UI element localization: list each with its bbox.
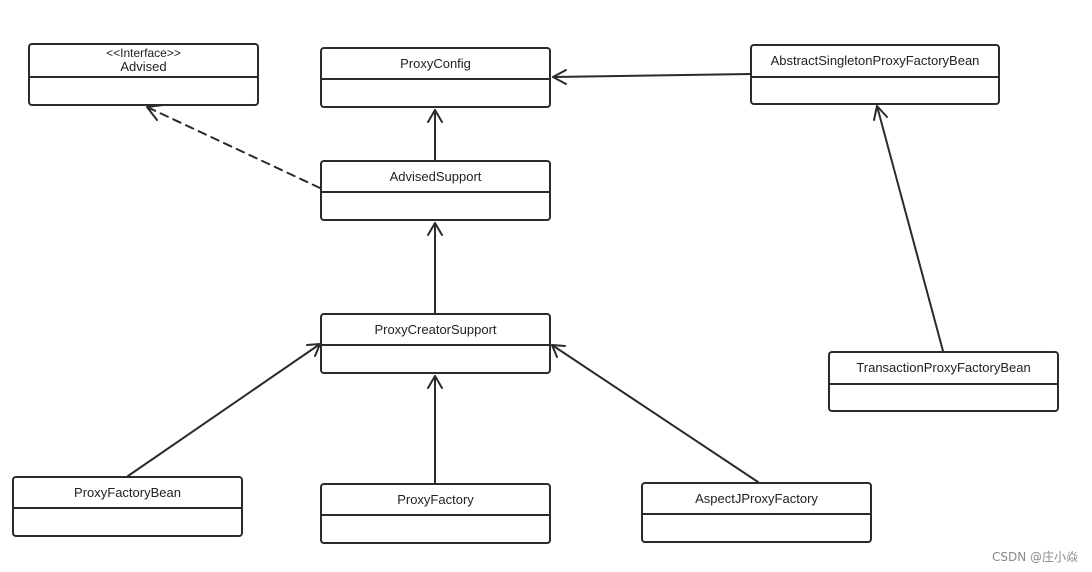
edge-transactionproxy-extends-abstractsingleton [873,105,944,352]
class-name: Advised [120,59,167,74]
class-proxyconfig-header: ProxyConfig [322,49,549,80]
interface-stereotype: <<Interface>> [106,46,181,60]
class-abstractsingletonproxyfactorybean: AbstractSingletonProxyFactoryBean [750,44,1000,105]
class-proxyfactorybean-header: ProxyFactoryBean [14,478,241,509]
class-advisedsupport: AdvisedSupport [320,160,551,221]
class-transactionproxyfactorybean: TransactionProxyFactoryBean [828,351,1059,412]
class-name: AbstractSingletonProxyFactoryBean [770,53,980,68]
class-proxyfactory: ProxyFactory [320,483,551,544]
class-name: ProxyCreatorSupport [374,321,497,337]
class-name: TransactionProxyFactoryBean [856,360,1031,375]
class-aspectjproxyfactory-header: AspectJProxyFactory [643,484,870,515]
class-name: ProxyFactoryBean [74,484,181,500]
class-advised: <<Interface>> Advised [28,43,259,106]
edge-aspectj-extends-proxycreatorsupport [551,344,759,483]
class-proxycreatorsupport: ProxyCreatorSupport [320,313,551,374]
class-aspectjproxyfactory: AspectJProxyFactory [641,482,872,543]
class-transactionproxy-header: TransactionProxyFactoryBean [830,353,1057,385]
class-advised-header: <<Interface>> Advised [30,45,257,78]
class-name: AspectJProxyFactory [695,490,818,506]
edge-abstractsingleton-extends-proxyconfig [552,69,751,85]
class-name: ProxyConfig [400,55,471,71]
class-proxycreatorsupport-header: ProxyCreatorSupport [322,315,549,346]
class-name: AdvisedSupport [389,168,482,184]
edge-proxyfactory-extends-proxycreatorsupport [427,375,443,484]
watermark: CSDN @庄小焱 [991,550,1078,564]
class-advisedsupport-header: AdvisedSupport [322,162,549,193]
class-proxyfactory-header: ProxyFactory [322,485,549,516]
edge-advisedsupport-realizes-advised [146,104,321,189]
class-abstractsingleton-header: AbstractSingletonProxyFactoryBean [752,46,998,78]
class-proxyfactorybean: ProxyFactoryBean [12,476,243,537]
edge-advisedsupport-extends-proxyconfig [427,109,443,161]
edge-proxycreatorsupport-extends-advisedsupport [427,222,443,314]
class-name: ProxyFactory [397,491,474,507]
edge-proxyfactorybean-extends-proxycreatorsupport [127,343,321,477]
class-proxyconfig: ProxyConfig [320,47,551,108]
